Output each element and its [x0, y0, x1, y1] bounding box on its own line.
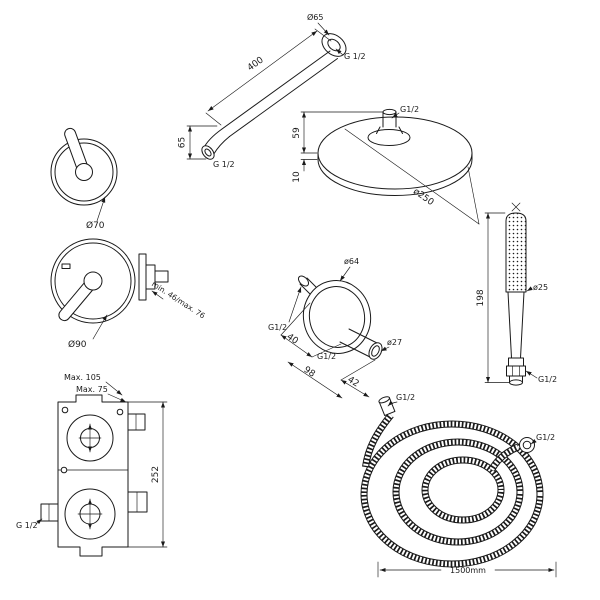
dim-label-valve-height: 252 — [151, 466, 161, 483]
label-handshower-diameter: ø25 — [526, 283, 548, 292]
thread-label-arm-outlet: G 1/2 — [213, 160, 235, 169]
dim-label-handshower-length: 198 — [476, 289, 486, 306]
trim-large-body — [50, 238, 136, 324]
dim-label-trim-large-diameter: Ø90 — [68, 339, 87, 350]
valve-trim-small-drawing: Ø70 — [50, 127, 118, 231]
label-trim-large-mount-depth: min. 46/max. 76 — [150, 279, 207, 320]
dim-label-head-diameter: ø250 — [411, 187, 436, 208]
shower-head-body — [317, 108, 473, 196]
thread-label-outlet-spout: G1/2 — [317, 352, 336, 361]
dimension-outlet-98: 98 — [287, 361, 343, 399]
dim-label-trim-small-diameter: Ø70 — [86, 220, 105, 231]
label-arm-wall-thread: G 1/2 — [335, 48, 366, 61]
hose-coils — [360, 412, 544, 568]
thread-label-hose-end: G1/2 — [536, 433, 555, 442]
label-arm-flange-diameter: Ø65 — [307, 12, 330, 36]
dim-label-outlet-flange-diameter: ø64 — [344, 257, 359, 266]
thread-label-valve: G 1/2 — [16, 521, 38, 530]
valve-body-cartridge-top — [66, 414, 114, 462]
outlet-body — [297, 275, 383, 360]
dim-label-head-height: 59 — [292, 127, 302, 139]
dimension-handshower-length: 198 — [476, 212, 510, 383]
dim-label-outlet-42: 42 — [346, 375, 361, 389]
label-outlet-wall-thread: G1/2 — [268, 286, 302, 332]
trim-small-body — [50, 127, 118, 206]
thread-label-handshower: G1/2 — [538, 375, 557, 384]
hose-fitting-end — [519, 437, 535, 453]
label-head-top-thread: G1/2 — [391, 105, 419, 119]
dimension-head-height: 59 10 — [292, 111, 384, 183]
dimension-valve-height: 252 — [127, 401, 168, 548]
rain-shower-head-drawing: G1/2 59 10 ø250 — [292, 105, 480, 225]
dimension-hose-length: 1500mm — [377, 561, 557, 578]
dim-label-outlet-98: 98 — [302, 365, 317, 380]
label-handshower-thread: G1/2 — [525, 370, 557, 384]
dim-label-outlet-diameter: ø27 — [387, 338, 402, 347]
hose-fitting-top — [378, 396, 396, 417]
dim-label-handshower-diameter: ø25 — [533, 283, 548, 292]
label-valve-thread: G 1/2 — [16, 518, 43, 530]
thread-label-head-top: G1/2 — [400, 105, 419, 114]
trim-large-side-profile — [138, 253, 169, 301]
label-trim-large-diameter: Ø90 — [68, 314, 108, 350]
label-hose-thread-end: G1/2 — [530, 433, 555, 445]
dim-label-valve-max-depth-b: Max. 75 — [76, 385, 108, 394]
hand-shower-body — [505, 202, 527, 386]
label-hose-thread-top: G1/2 — [387, 393, 415, 407]
label-valve-max-depth-a: Max. 105 — [64, 373, 123, 396]
dim-label-outlet-40: 40 — [285, 332, 300, 347]
dimension-arm-drop: 65 — [178, 125, 218, 160]
dimension-outlet-42: 42 — [340, 359, 376, 398]
dim-label-arm-drop: 65 — [178, 137, 188, 148]
valve-body-cartridge-bottom — [64, 488, 116, 540]
dim-label-arm-flange-diameter: Ø65 — [307, 12, 323, 22]
label-valve-max-depth-b: Max. 75 — [76, 385, 127, 403]
dim-label-head-thickness: 10 — [292, 171, 302, 183]
label-outlet-diameter: ø27 — [380, 338, 402, 352]
shower-hose-drawing: G1/2 G1/2 1500mm — [360, 393, 557, 578]
hand-shower-drawing: 198 ø25 G1/2 — [476, 202, 557, 386]
valve-trim-large-drawing: Ø90 min. 46/max. 76 — [50, 238, 207, 350]
thread-label-hose-top: G1/2 — [396, 393, 415, 402]
concealed-valve-body-drawing: Max. 105 Max. 75 252 G 1/2 — [16, 373, 168, 557]
wall-outlet-elbow-drawing: ø64 G1/2 ø27 G1/2 40 98 42 — [268, 257, 402, 399]
thread-label-outlet-wall: G1/2 — [268, 323, 287, 332]
dim-label-valve-max-depth-a: Max. 105 — [64, 373, 101, 382]
label-outlet-flange-diameter: ø64 — [339, 257, 359, 282]
shower-arm-drawing: 400 Ø65 G 1/2 65 G 1/2 — [178, 12, 366, 169]
label-trim-small-diameter: Ø70 — [86, 196, 106, 231]
dim-label-trim-large-mount-depth: min. 46/max. 76 — [150, 279, 207, 320]
dim-label-hose-length: 1500mm — [450, 566, 486, 575]
thread-label-arm-wall: G 1/2 — [344, 52, 366, 61]
